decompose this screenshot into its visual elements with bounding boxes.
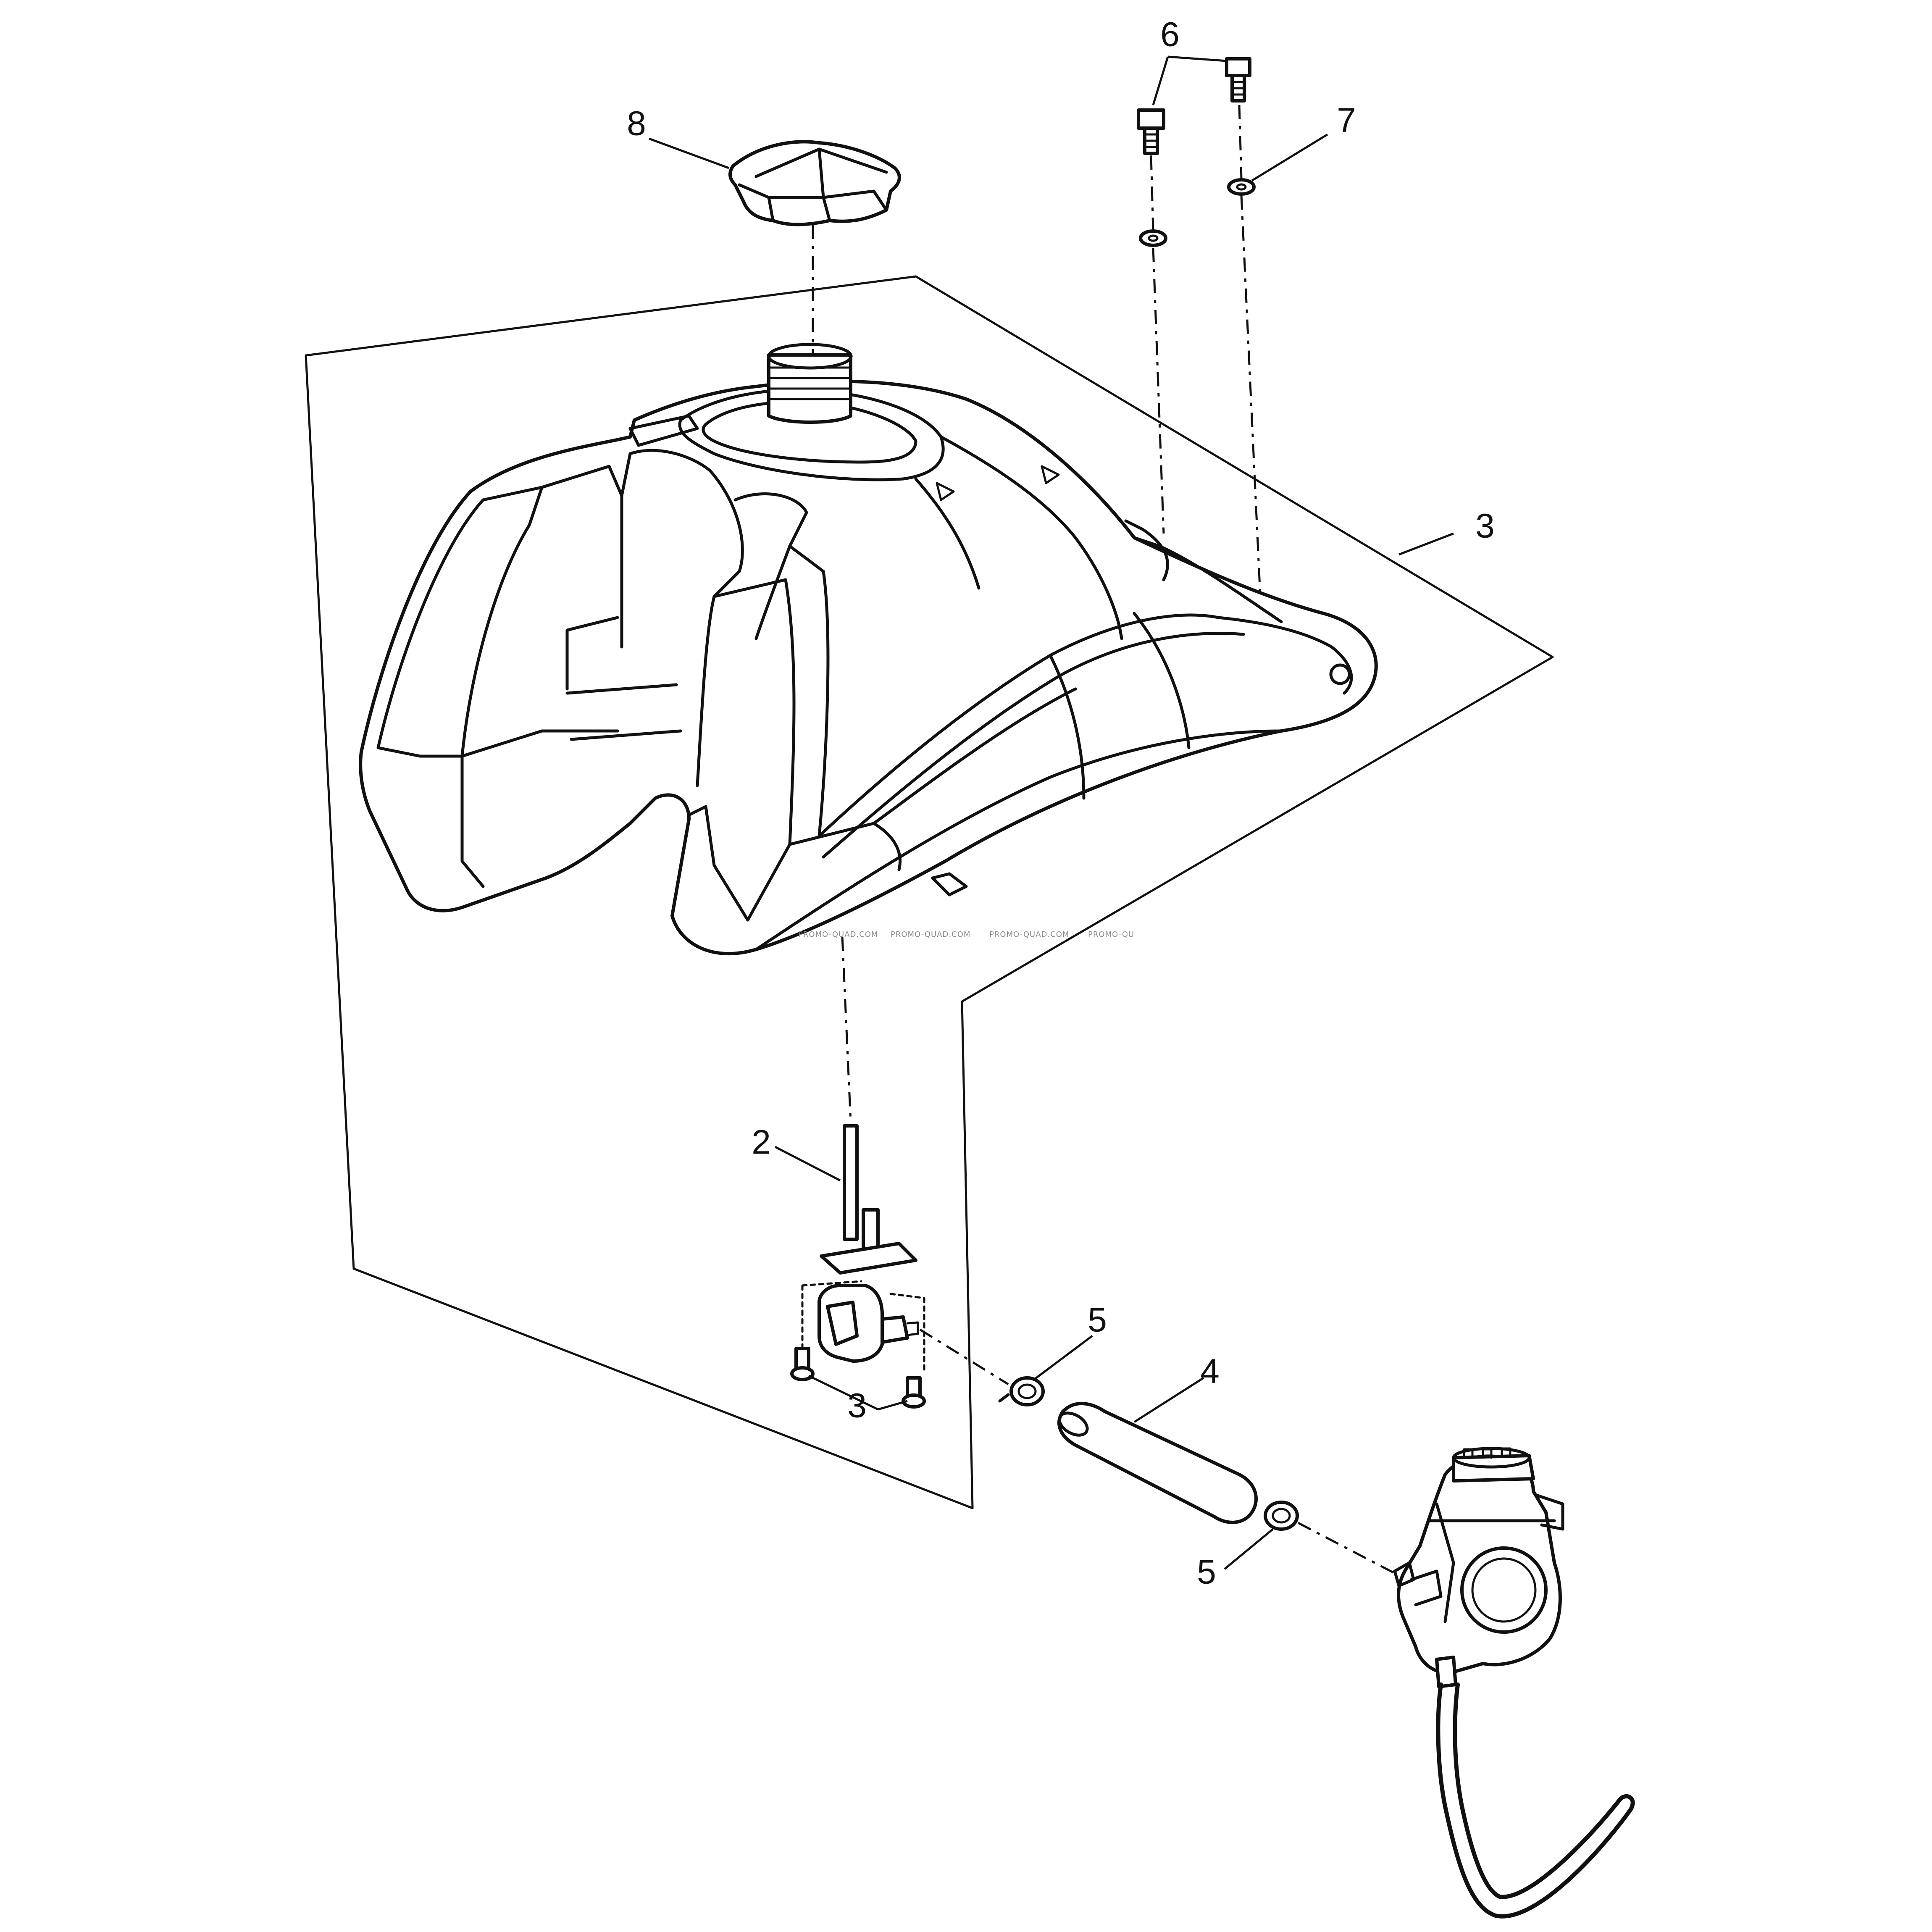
callout-label: 8: [627, 105, 646, 143]
callout-label: 6: [1160, 16, 1180, 54]
fuel-tank: [359, 379, 1378, 956]
watermark-text: PROMO-QUAD.COM: [891, 930, 970, 939]
callout-label: 7: [1337, 101, 1356, 139]
callout-label: 3: [1475, 507, 1495, 545]
assembly-centerlines: [812, 105, 1396, 1575]
washer-right: [1227, 178, 1256, 196]
fuel-valve: [801, 1124, 925, 1375]
bolt-right: [1225, 57, 1251, 103]
assembly-frame: [305, 275, 1554, 1509]
callout-label: 4: [1200, 1352, 1220, 1391]
screw-left: [790, 1347, 815, 1381]
leader-lines: [649, 55, 1454, 1570]
callout-label: 2: [752, 1123, 771, 1162]
screw-right: [902, 1376, 926, 1409]
hose-clamp-upper: [998, 1376, 1045, 1406]
filler-neck: [767, 343, 853, 424]
callout-label: 3: [847, 1387, 867, 1425]
fuel-cap: [728, 140, 901, 226]
hose-clamp-lower: [1264, 1501, 1299, 1531]
watermark-text: PROMO-QUAD.COM: [989, 930, 1069, 939]
fuel-hose: [1057, 1402, 1258, 1524]
watermark-text: PROMO-QU: [1088, 930, 1134, 939]
callouts: 8 6 7 3 2 5 4 3 5: [627, 16, 1495, 1591]
callout-label: 5: [1088, 1301, 1107, 1339]
watermarks: PROMO-QUAD.COM PROMO-QUAD.COM PROMO-QUAD…: [798, 930, 1134, 939]
carburetor: [1393, 1447, 1564, 1688]
bolt-left: [1137, 108, 1165, 155]
drain-tube: [1436, 1682, 1635, 1919]
washer-left: [1139, 229, 1167, 247]
watermark-text: PROMO-QUAD.COM: [798, 930, 878, 939]
callout-label: 5: [1197, 1553, 1216, 1591]
